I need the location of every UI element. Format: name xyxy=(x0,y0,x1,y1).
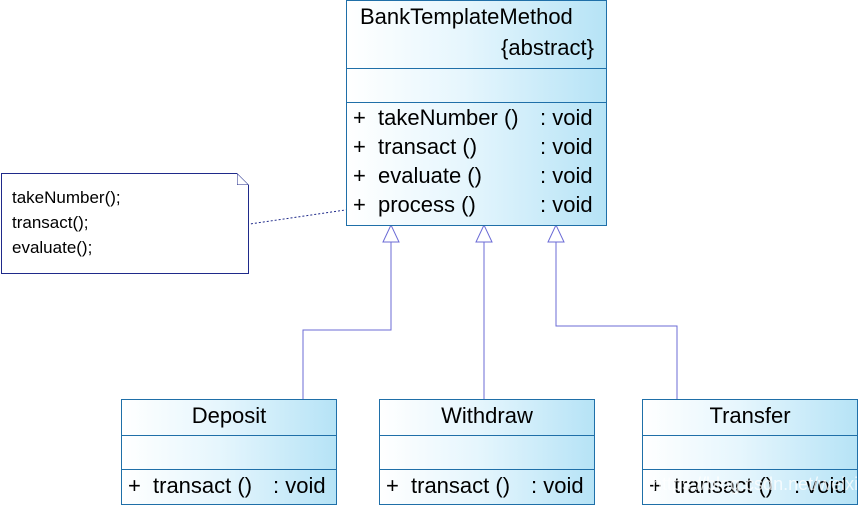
method-name: transact () xyxy=(411,473,511,498)
generalization-transfer xyxy=(555,242,678,399)
method-return: : void xyxy=(540,105,593,130)
methods-compartment: + transact () : void xyxy=(122,469,336,504)
method-visibility: + xyxy=(353,192,366,217)
class-name: Transfer xyxy=(709,403,791,428)
method-name: takeNumber () xyxy=(378,105,519,130)
method-name: transact () xyxy=(153,473,253,498)
class-deposit[interactable]: Deposit + transact () : void xyxy=(121,399,337,505)
methods-compartment: + transact () : void xyxy=(380,469,594,504)
method-return: : void xyxy=(794,473,847,498)
generalization-arrow-deposit xyxy=(382,223,400,243)
note-line: takeNumber(); xyxy=(12,188,121,207)
method-return: : void xyxy=(531,473,584,498)
attributes-compartment xyxy=(347,68,606,103)
watermark: https://blog.csdn.net/weixin xyxy=(652,474,861,494)
method-row: + transact () : void xyxy=(347,134,606,163)
attributes-compartment xyxy=(122,435,336,470)
method-row: + evaluate () : void xyxy=(347,163,606,192)
class-bank-template-method[interactable]: BankTemplateMethod {abstract} + takeNumb… xyxy=(346,0,607,226)
method-return: : void xyxy=(540,192,593,217)
generalization-arrow-transfer xyxy=(547,223,565,243)
generalization-arrow-withdraw xyxy=(475,223,493,243)
class-name: BankTemplateMethod xyxy=(360,4,573,29)
method-row: + takeNumber () : void xyxy=(347,105,606,134)
method-return: : void xyxy=(540,134,593,159)
attributes-compartment xyxy=(643,435,857,470)
method-visibility: + xyxy=(353,134,366,159)
attributes-compartment xyxy=(380,435,594,470)
method-name: transact () xyxy=(378,134,478,159)
class-name: Withdraw xyxy=(441,403,533,428)
method-return: : void xyxy=(540,163,593,188)
generalization-deposit xyxy=(302,242,392,399)
method-name: process () xyxy=(378,192,476,217)
method-visibility: + xyxy=(386,473,399,498)
method-visibility: + xyxy=(649,473,662,498)
method-name: evaluate () xyxy=(378,163,482,188)
note-line: evaluate(); xyxy=(12,238,93,257)
method-visibility: + xyxy=(128,473,141,498)
methods-compartment: + transact () : void xyxy=(643,469,857,504)
method-visibility: + xyxy=(353,163,366,188)
methods-compartment: + takeNumber () : void + transact () : v… xyxy=(347,102,606,225)
class-stereotype: {abstract} xyxy=(501,35,594,60)
note-process-steps[interactable]: takeNumber(); transact(); evaluate(); xyxy=(1,173,249,274)
note-line: transact(); xyxy=(12,213,89,232)
note-link xyxy=(242,208,353,226)
method-name: transact () xyxy=(674,473,774,498)
class-withdraw[interactable]: Withdraw + transact () : void xyxy=(379,399,595,505)
method-visibility: + xyxy=(353,105,366,130)
class-name: Deposit xyxy=(191,403,267,428)
note-fold-icon xyxy=(237,173,249,185)
class-transfer[interactable]: Transfer + transact () : void xyxy=(642,399,858,505)
method-row: + process () : void xyxy=(347,192,606,221)
method-return: : void xyxy=(273,473,326,498)
